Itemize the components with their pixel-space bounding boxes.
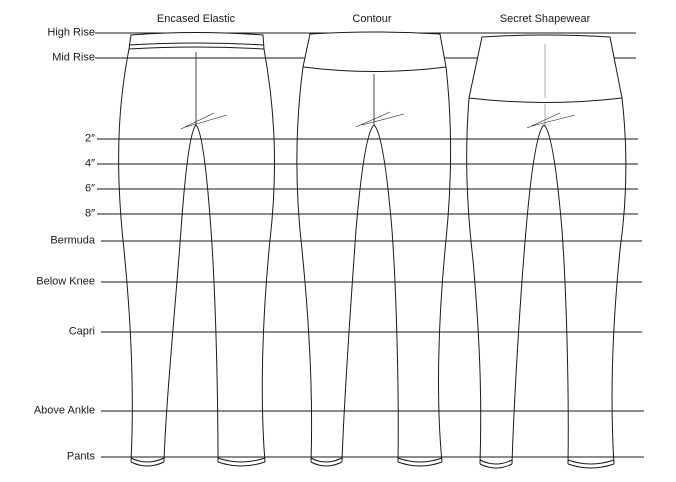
row-label-4-inch: 4″ (84, 157, 95, 170)
secret-hem-right (567, 459, 615, 469)
secret-inseam (511, 124, 569, 465)
contour-legging (296, 31, 451, 467)
contour-outer-left (296, 66, 313, 463)
encased-waistband (128, 32, 265, 50)
secret-waistband (468, 34, 623, 103)
column-title-contour: Contour (352, 13, 392, 25)
row-label-bermuda: Bermuda (50, 234, 95, 247)
row-label-2-inch: 2″ (84, 132, 95, 145)
row-label-8-inch: 8″ (84, 207, 95, 220)
secret-outer-right (611, 97, 627, 465)
secret-hem-left (479, 459, 513, 469)
row-label-below-knee: Below Knee (36, 275, 95, 288)
contour-gusset-mark (355, 111, 405, 128)
row-label-capri: Capri (68, 325, 95, 338)
contour-hem-right (397, 457, 443, 467)
contour-waistband (302, 31, 447, 72)
row-label-pants: Pants (66, 450, 95, 463)
row-label-6-inch: 6″ (84, 182, 95, 195)
encased-outer-left (118, 48, 133, 463)
encased-waistband-inner (128, 42, 265, 46)
secret-gusset-mark (526, 112, 576, 129)
contour-outer-right (438, 66, 451, 463)
secret-outer-left (466, 97, 482, 465)
secret-shapewear-legging (466, 34, 627, 469)
encased-hem-right (217, 457, 266, 467)
column-title-secret-shapewear: Secret Shapewear (499, 13, 591, 25)
column-title-encased-elastic: Encased Elastic (156, 13, 236, 25)
encased-outer-right (261, 48, 275, 463)
row-label-above-ankle: Above Ankle (33, 404, 95, 417)
encased-elastic-legging (118, 32, 275, 467)
row-label-high-rise: High Rise (47, 26, 95, 39)
contour-hem-left (310, 457, 343, 467)
row-label-mid-rise: Mid Rise (52, 51, 95, 64)
encased-hem-left (130, 457, 165, 467)
encased-gusset-mark (180, 112, 228, 130)
